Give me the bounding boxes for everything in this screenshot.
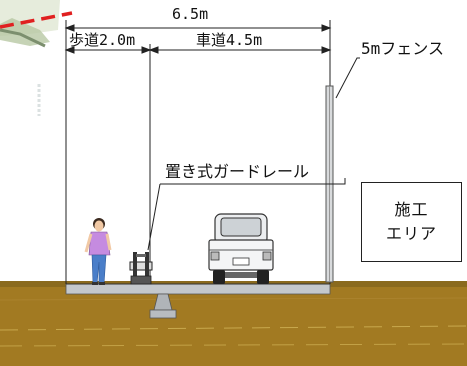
kei-truck-rear (208, 213, 274, 284)
total-width-label: 6.5m (172, 5, 209, 23)
guardrail-icon (129, 252, 153, 285)
map-thumbnail (0, 0, 73, 48)
road-slab (65, 283, 331, 319)
faint-annotation (37, 84, 41, 116)
guardrail-leader (147, 178, 346, 251)
construction-area-box: 施工 エリア (361, 182, 462, 262)
roadway-width-label: 車道4.5m (196, 31, 263, 49)
sidewalk-width-label: 歩道2.0m (69, 31, 136, 49)
fence-label: 5mフェンス (361, 39, 444, 58)
fence-post (325, 57, 360, 283)
red-marker-line (0, 11, 73, 29)
guardrail-label: 置き式ガードレール (165, 162, 310, 181)
person-figure (84, 218, 112, 285)
construction-area-label: 施工 エリア (385, 200, 437, 243)
